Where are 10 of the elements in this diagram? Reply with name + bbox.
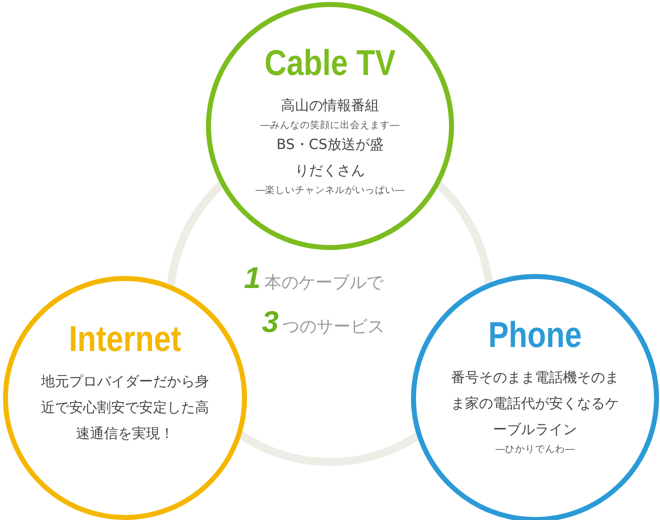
tagline: ―楽しいチャンネルがいっぱい―	[256, 184, 404, 197]
description-text: 高山の情報番組	[281, 97, 379, 116]
service-title: Phone	[488, 315, 582, 355]
tagline: ―ひかりでんわ―	[496, 443, 574, 456]
description-text: 番号そのまま電話機そのまま家の電話代が安くなるケーブルライン	[450, 369, 620, 440]
description-text: BS・CS放送が盛りだくさん	[276, 136, 384, 181]
description-text: 地元プロバイダーだから身近で安心割安で安定した高速通信を実現！	[40, 373, 210, 444]
service-title: Internet	[68, 319, 182, 359]
service-title: Cable TV	[264, 43, 396, 83]
tagline: ―みんなの笑顔に出会えます―	[260, 119, 400, 132]
